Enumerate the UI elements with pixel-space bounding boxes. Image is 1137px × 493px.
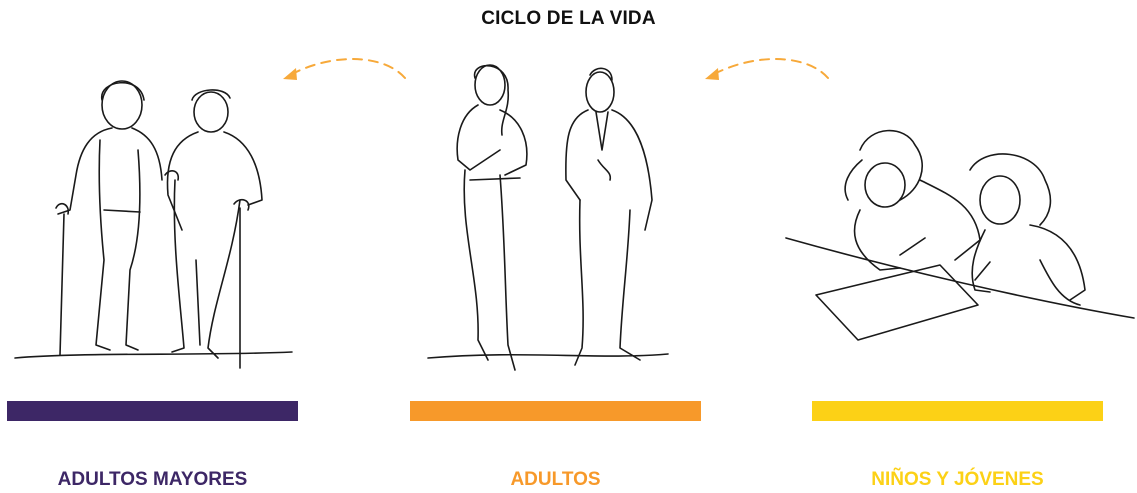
arrow-children-to-adults-icon: [705, 58, 829, 80]
stage-label-ninos-y-jovenes: NIÑOS Y JÓVENES: [871, 469, 1044, 490]
children-studying-icon: [785, 129, 1135, 341]
elderly-couple-icon: [14, 80, 293, 369]
stage-bar-adultos-mayores: [7, 401, 298, 421]
stage-bar-adultos: [410, 401, 701, 421]
page-title: CICLO DE LA VIDA: [481, 8, 656, 29]
adult-couple-icon: [427, 64, 669, 371]
arrow-adults-to-elderly-icon: [283, 58, 406, 80]
stage-bar-ninos-y-jovenes: [812, 401, 1103, 421]
stage-label-adultos-mayores: ADULTOS MAYORES: [57, 469, 248, 490]
stage-label-adultos: ADULTOS: [510, 469, 601, 490]
